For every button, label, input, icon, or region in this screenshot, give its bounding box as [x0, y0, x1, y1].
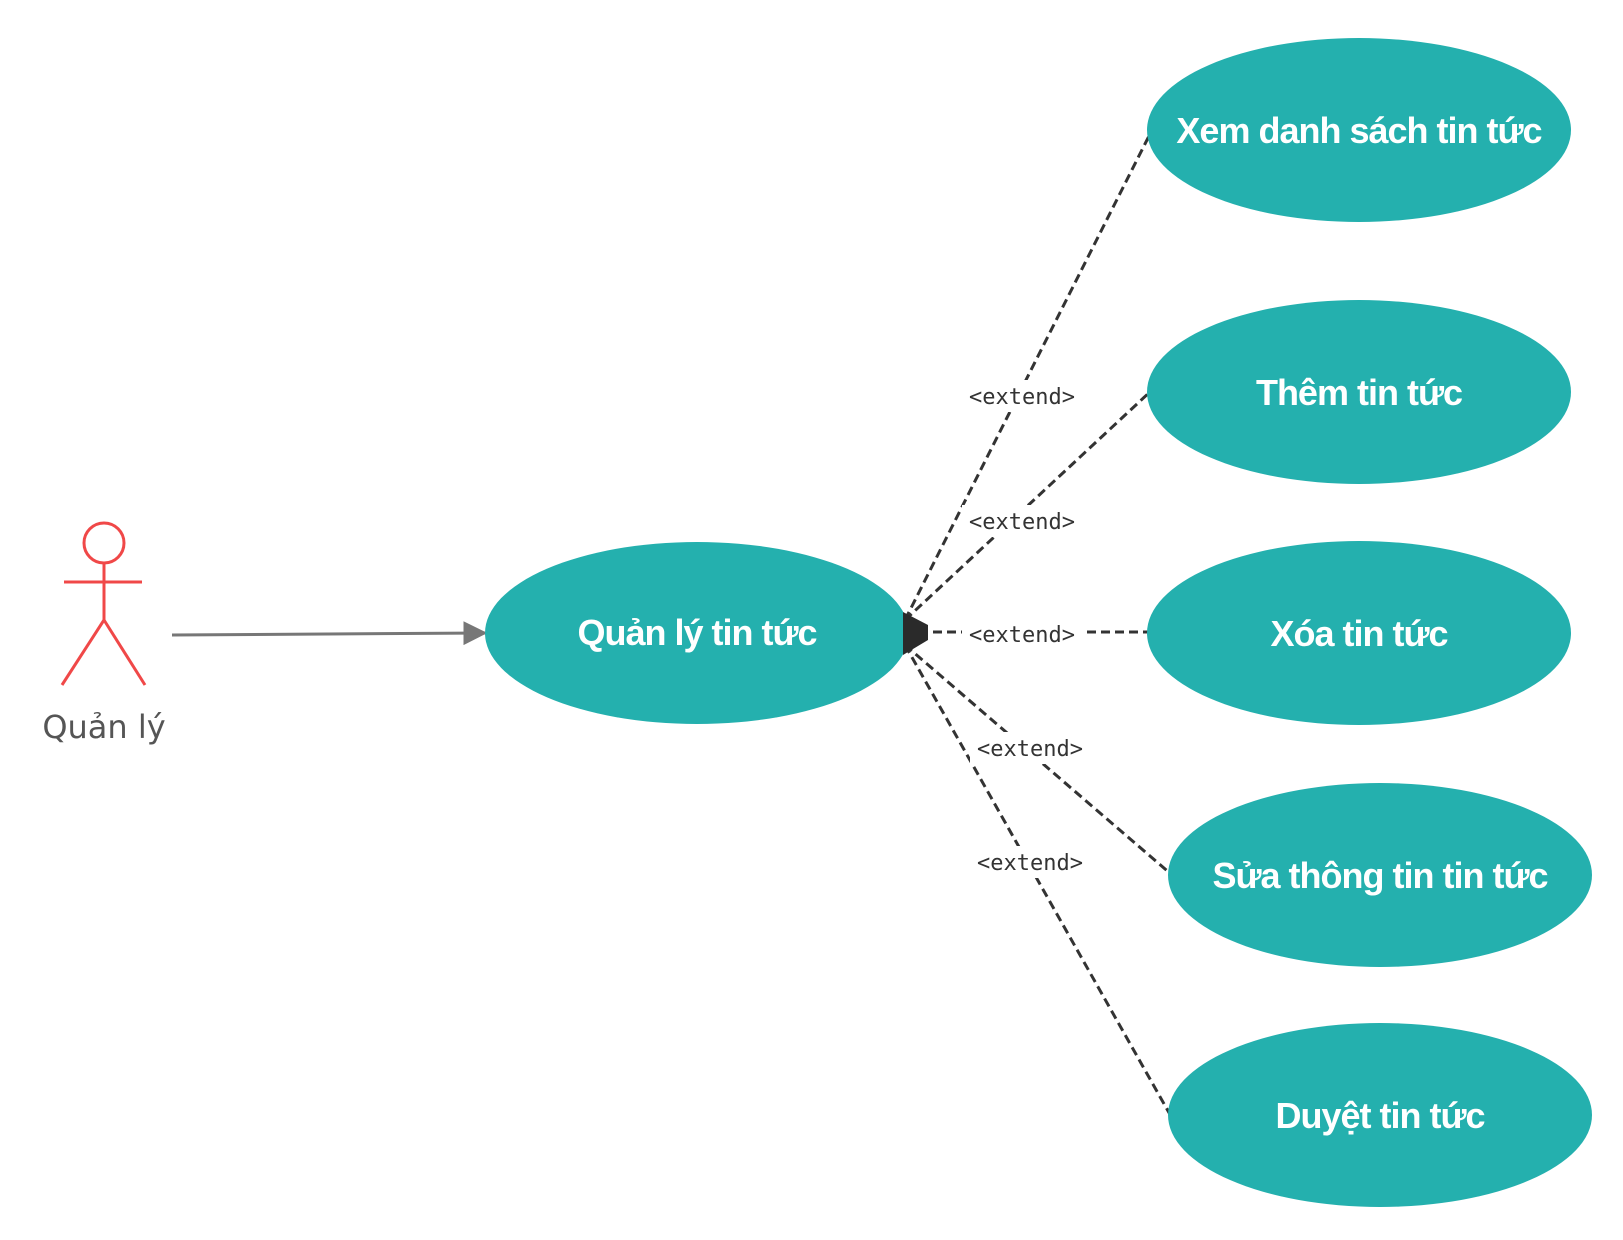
use-case-duyet-label: Duyệt tin tức	[1275, 1095, 1484, 1136]
use-case-sua[interactable]: Sửa thông tin tin tức	[1168, 783, 1592, 967]
actor-label: Quản lý	[42, 708, 165, 746]
extend-label-duyet: <extend>	[977, 851, 1083, 876]
use-case-them[interactable]: Thêm tin tức	[1147, 300, 1571, 484]
actor[interactable]: Quản lý	[42, 521, 166, 746]
extend-line-duyet[interactable]	[903, 644, 1174, 1119]
main-use-case[interactable]: Quản lý tin tức	[485, 542, 928, 724]
extend-labels: <extend> <extend> <extend> <extend> <ext…	[962, 380, 1090, 878]
use-case-xem[interactable]: Xem danh sách tin tức	[1147, 38, 1571, 222]
use-case-xoa-label: Xóa tin tức	[1270, 613, 1447, 654]
main-use-case-label: Quản lý tin tức	[577, 612, 816, 653]
extend-line-xem[interactable]	[903, 129, 1154, 621]
use-case-xoa[interactable]: Xóa tin tức	[1147, 541, 1571, 725]
association-arrow[interactable]	[171, 621, 488, 646]
actor-stick-figure-icon	[60, 521, 147, 686]
extend-label-xoa: <extend>	[969, 623, 1075, 648]
use-case-duyet[interactable]: Duyệt tin tức	[1168, 1023, 1592, 1207]
extend-label-sua: <extend>	[977, 737, 1083, 762]
extend-label-xem: <extend>	[969, 385, 1075, 410]
use-case-xem-label: Xem danh sách tin tức	[1176, 110, 1541, 151]
use-case-them-label: Thêm tin tức	[1256, 372, 1462, 413]
use-case-sua-label: Sửa thông tin tin tức	[1212, 855, 1547, 896]
extend-label-them: <extend>	[969, 510, 1075, 535]
extend-arrowhead-icon	[903, 612, 928, 655]
